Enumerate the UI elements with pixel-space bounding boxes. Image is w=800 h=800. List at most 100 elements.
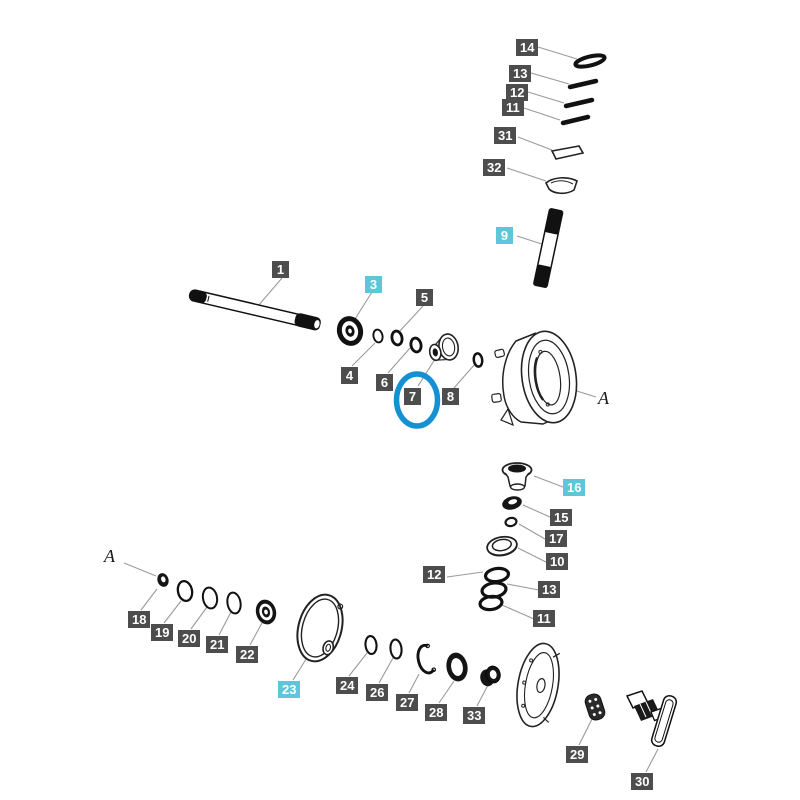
leader-line — [218, 611, 232, 636]
part-label-27[interactable]: 27 — [396, 694, 419, 711]
part-bushing-33 — [480, 665, 501, 687]
leader-line — [292, 655, 309, 681]
leader-line — [190, 606, 208, 630]
leader-line — [517, 136, 553, 151]
part-ring-21 — [226, 591, 242, 615]
leader-line — [351, 342, 376, 367]
leader-line — [523, 107, 561, 121]
part-label-31[interactable]: 31 — [494, 127, 517, 144]
part-label-12b[interactable]: 12 — [423, 566, 446, 583]
part-ring-19 — [176, 579, 194, 603]
leader-line — [578, 718, 593, 746]
leader-line — [527, 91, 565, 104]
part-bearing-22 — [255, 599, 277, 625]
part-label-14[interactable]: 14 — [516, 39, 539, 56]
leader-line — [249, 622, 263, 646]
part-dish-32 — [545, 177, 578, 195]
part-snapring-8 — [472, 352, 484, 368]
part-label-11[interactable]: 11 — [502, 99, 524, 116]
part-label-7[interactable]: 7 — [404, 388, 421, 405]
leader-line — [257, 277, 283, 307]
part-label-11b[interactable]: 11 — [533, 610, 555, 627]
part-ring-20 — [201, 586, 219, 610]
leader-line — [506, 167, 547, 182]
part-collar-10 — [486, 535, 518, 557]
leader-line — [348, 652, 368, 677]
part-label-28[interactable]: 28 — [425, 704, 448, 721]
part-label-1[interactable]: 1 — [272, 261, 289, 278]
part-label-21[interactable]: 21 — [206, 636, 229, 653]
reference-letter-a-seal: A — [104, 546, 115, 566]
part-shaft-9 — [533, 208, 564, 288]
part-seal-11 — [560, 114, 591, 126]
leader-line — [438, 680, 455, 704]
part-label-22[interactable]: 22 — [236, 646, 259, 663]
part-ring-4 — [372, 328, 384, 344]
part-label-5[interactable]: 5 — [416, 289, 433, 306]
part-shaft-1 — [188, 289, 321, 331]
leader-line — [530, 72, 570, 85]
leader-line — [398, 305, 424, 333]
part-label-20[interactable]: 20 — [178, 630, 201, 647]
part-label-12[interactable]: 12 — [506, 84, 529, 101]
part-label-9[interactable]: 9 — [496, 227, 513, 244]
part-label-8[interactable]: 8 — [442, 388, 459, 405]
part-oring-12b — [483, 566, 511, 584]
part-label-3[interactable]: 3 — [365, 276, 382, 293]
part-bearing-3 — [336, 316, 364, 346]
leader-line — [354, 291, 373, 320]
part-seal-12 — [563, 97, 595, 109]
leader-line — [537, 46, 578, 60]
leader-line — [533, 475, 564, 488]
part-plate-31 — [550, 145, 585, 160]
part-housing-a — [491, 330, 578, 427]
reference-letter-a-housing: A — [598, 388, 609, 408]
leader-line — [408, 673, 420, 694]
part-oring-17 — [504, 516, 518, 528]
part-hub-7 — [428, 333, 459, 362]
part-label-29[interactable]: 29 — [566, 746, 589, 763]
part-oring-24 — [364, 634, 378, 656]
part-label-30[interactable]: 30 — [631, 773, 654, 790]
part-label-17[interactable]: 17 — [545, 530, 568, 547]
leader-line — [446, 571, 484, 578]
part-label-18[interactable]: 18 — [128, 611, 151, 628]
leader-line — [387, 347, 411, 374]
part-label-24[interactable]: 24 — [336, 677, 359, 694]
leader-line — [522, 504, 551, 518]
part-oring-26 — [389, 638, 403, 660]
part-oring-6 — [409, 336, 423, 354]
part-label-23[interactable]: 23 — [278, 681, 301, 698]
part-coverring-23 — [296, 593, 344, 663]
part-label-6[interactable]: 6 — [376, 374, 393, 391]
part-label-33[interactable]: 33 — [463, 707, 486, 724]
part-seal-15 — [502, 496, 522, 510]
part-label-13b[interactable]: 13 — [538, 581, 561, 598]
part-label-19[interactable]: 19 — [151, 624, 174, 641]
part-rollercage-29 — [584, 693, 606, 721]
leader-line — [517, 547, 547, 563]
leader-line — [453, 363, 476, 389]
part-cap-16 — [501, 462, 533, 491]
part-oring-11b — [478, 594, 504, 612]
leader-line — [140, 588, 158, 611]
part-oring-14 — [573, 53, 607, 69]
leader-line — [163, 600, 182, 624]
part-label-10[interactable]: 10 — [546, 553, 569, 570]
leader-line — [506, 583, 540, 591]
part-label-4[interactable]: 4 — [341, 367, 358, 384]
part-seal-18 — [157, 573, 169, 587]
part-stubaxle-30 — [625, 690, 678, 748]
part-snapring-27 — [416, 643, 437, 675]
leader-line — [123, 562, 157, 577]
part-seal-13 — [567, 78, 599, 90]
leader-line — [378, 657, 394, 684]
part-label-32[interactable]: 32 — [483, 159, 506, 176]
leader-line — [476, 684, 489, 707]
leader-line — [645, 748, 659, 773]
part-label-26[interactable]: 26 — [366, 684, 389, 701]
part-label-15[interactable]: 15 — [550, 509, 573, 526]
part-label-16[interactable]: 16 — [563, 479, 586, 496]
part-label-13[interactable]: 13 — [509, 65, 532, 82]
